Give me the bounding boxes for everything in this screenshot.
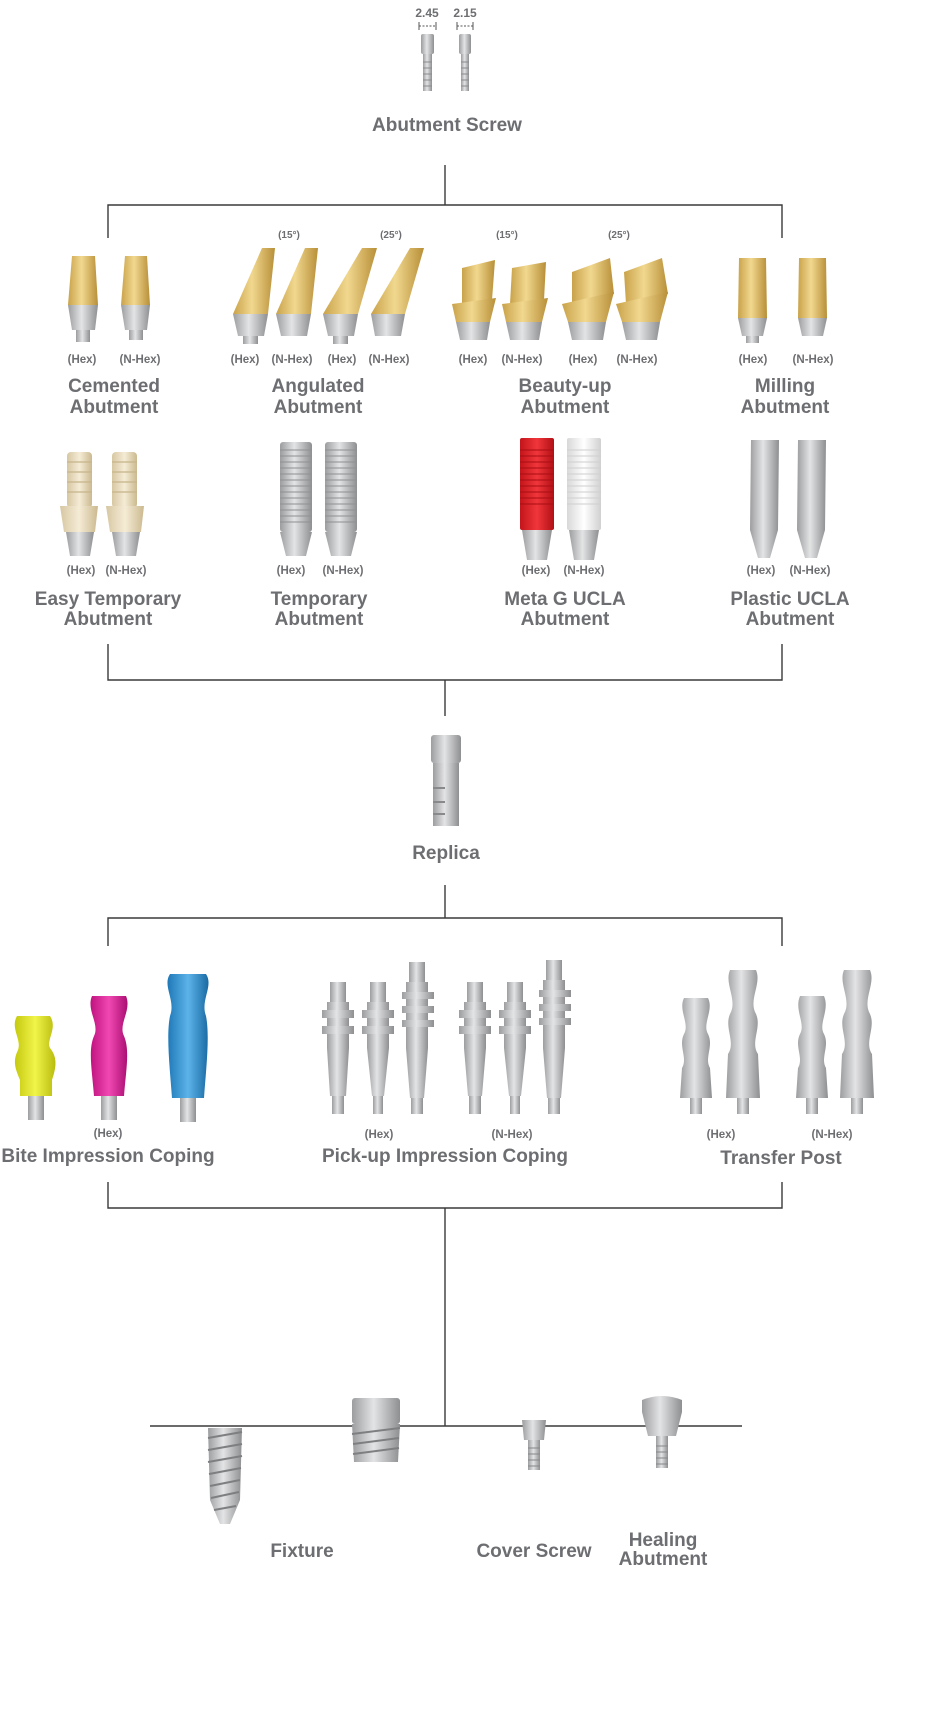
angulated-tag-2: (N-Hex) (271, 354, 313, 366)
milling-abutment-images (738, 258, 827, 343)
bite-impression-coping-images (14, 974, 209, 1122)
transfer-post-tag-hex: (Hex) (706, 1129, 736, 1141)
meta-g-ucla-tag-nhex: (N-Hex) (563, 565, 605, 577)
beauty-label-line2: Abutment (520, 397, 610, 418)
beauty-angle-15: (15°) (496, 230, 518, 241)
pick-up-tag-nhex: (N-Hex) (491, 1129, 533, 1141)
angulated-angle-25: (25°) (380, 230, 402, 241)
angulated-tag-1: (Hex) (230, 354, 260, 366)
easy-temporary-label-line2: Abutment (63, 609, 153, 630)
plastic-ucla-tag-hex: (Hex) (746, 565, 776, 577)
cemented-abutment-images (68, 256, 150, 342)
milling-tag-hex: (Hex) (738, 354, 768, 366)
milling-tag-nhex: (N-Hex) (792, 354, 834, 366)
replica-label: Replica (412, 843, 480, 864)
milling-label-line2: Abutment (740, 397, 830, 418)
angulated-label-line2: Abutment (273, 397, 363, 418)
easy-temporary-label-line1: Easy Temporary (34, 589, 182, 610)
temporary-abutment-images (280, 442, 357, 556)
angulated-angle-15: (15°) (278, 230, 300, 241)
pick-up-tag-hex: (Hex) (364, 1129, 394, 1141)
bite-impression-tag-hex: (Hex) (93, 1128, 123, 1140)
angulated-abutment-images (233, 248, 424, 344)
transfer-post-tag-nhex: (N-Hex) (811, 1129, 853, 1141)
healing-abutment-label-line2: Abutment (618, 1549, 708, 1570)
cover-screw-image (522, 1420, 546, 1470)
healing-abutment-image (642, 1396, 682, 1468)
beauty-label-line1: Beauty-up (518, 376, 612, 397)
temporary-tag-nhex: (N-Hex) (322, 565, 364, 577)
cemented-label-line1: Cemented (68, 376, 160, 397)
beauty-tag-3: (Hex) (568, 354, 598, 366)
plastic-ucla-tag-nhex: (N-Hex) (789, 565, 831, 577)
angulated-label-line1: Angulated (271, 376, 365, 397)
connector-lines (107, 165, 783, 1427)
bite-impression-coping-label: Bite Impression Coping (1, 1146, 215, 1167)
plastic-ucla-label-line2: Abutment (745, 609, 835, 630)
screw-dimension-1: 2.45 (415, 6, 439, 20)
beauty-tag-2: (N-Hex) (501, 354, 543, 366)
milling-label-line1: Milling (754, 376, 816, 397)
pick-up-impression-coping-images (322, 960, 571, 1114)
healing-abutment-label-line1: Healing (628, 1530, 698, 1551)
meta-g-ucla-abutment-images (520, 438, 601, 560)
meta-g-ucla-tag-hex: (Hex) (521, 565, 551, 577)
cemented-tag-hex: (Hex) (67, 354, 97, 366)
beauty-tag-4: (N-Hex) (616, 354, 658, 366)
cover-screw-label: Cover Screw (476, 1541, 592, 1562)
replica-image (431, 735, 461, 826)
beauty-up-abutment-images (452, 258, 668, 340)
angulated-tag-3: (Hex) (327, 354, 357, 366)
screw-dimension-2: 2.15 (453, 6, 477, 20)
plastic-ucla-abutment-images (750, 440, 826, 558)
cemented-tag-nhex: (N-Hex) (119, 354, 161, 366)
transfer-post-label: Transfer Post (720, 1148, 842, 1169)
transfer-post-images (680, 970, 874, 1114)
easy-temporary-tag-nhex: (N-Hex) (105, 565, 147, 577)
fixture-images (207, 1398, 401, 1524)
easy-temporary-tag-hex: (Hex) (66, 565, 96, 577)
fixture-label: Fixture (270, 1541, 334, 1562)
angulated-tag-4: (N-Hex) (368, 354, 410, 366)
plastic-ucla-label-line1: Plastic UCLA (730, 589, 850, 610)
meta-g-ucla-label-line1: Meta G UCLA (504, 589, 626, 610)
meta-g-ucla-label-line2: Abutment (520, 609, 610, 630)
beauty-tag-1: (Hex) (458, 354, 488, 366)
easy-temporary-abutment-images (60, 452, 144, 556)
abutment-screw-label: Abutment Screw (372, 115, 522, 136)
cemented-label-line2: Abutment (69, 397, 159, 418)
pick-up-impression-coping-label: Pick-up Impression Coping (322, 1146, 568, 1167)
temporary-label-line1: Temporary (270, 589, 368, 610)
temporary-tag-hex: (Hex) (276, 565, 306, 577)
abutment-screws (418, 22, 474, 91)
temporary-label-line2: Abutment (274, 609, 364, 630)
beauty-angle-25: (25°) (608, 230, 630, 241)
